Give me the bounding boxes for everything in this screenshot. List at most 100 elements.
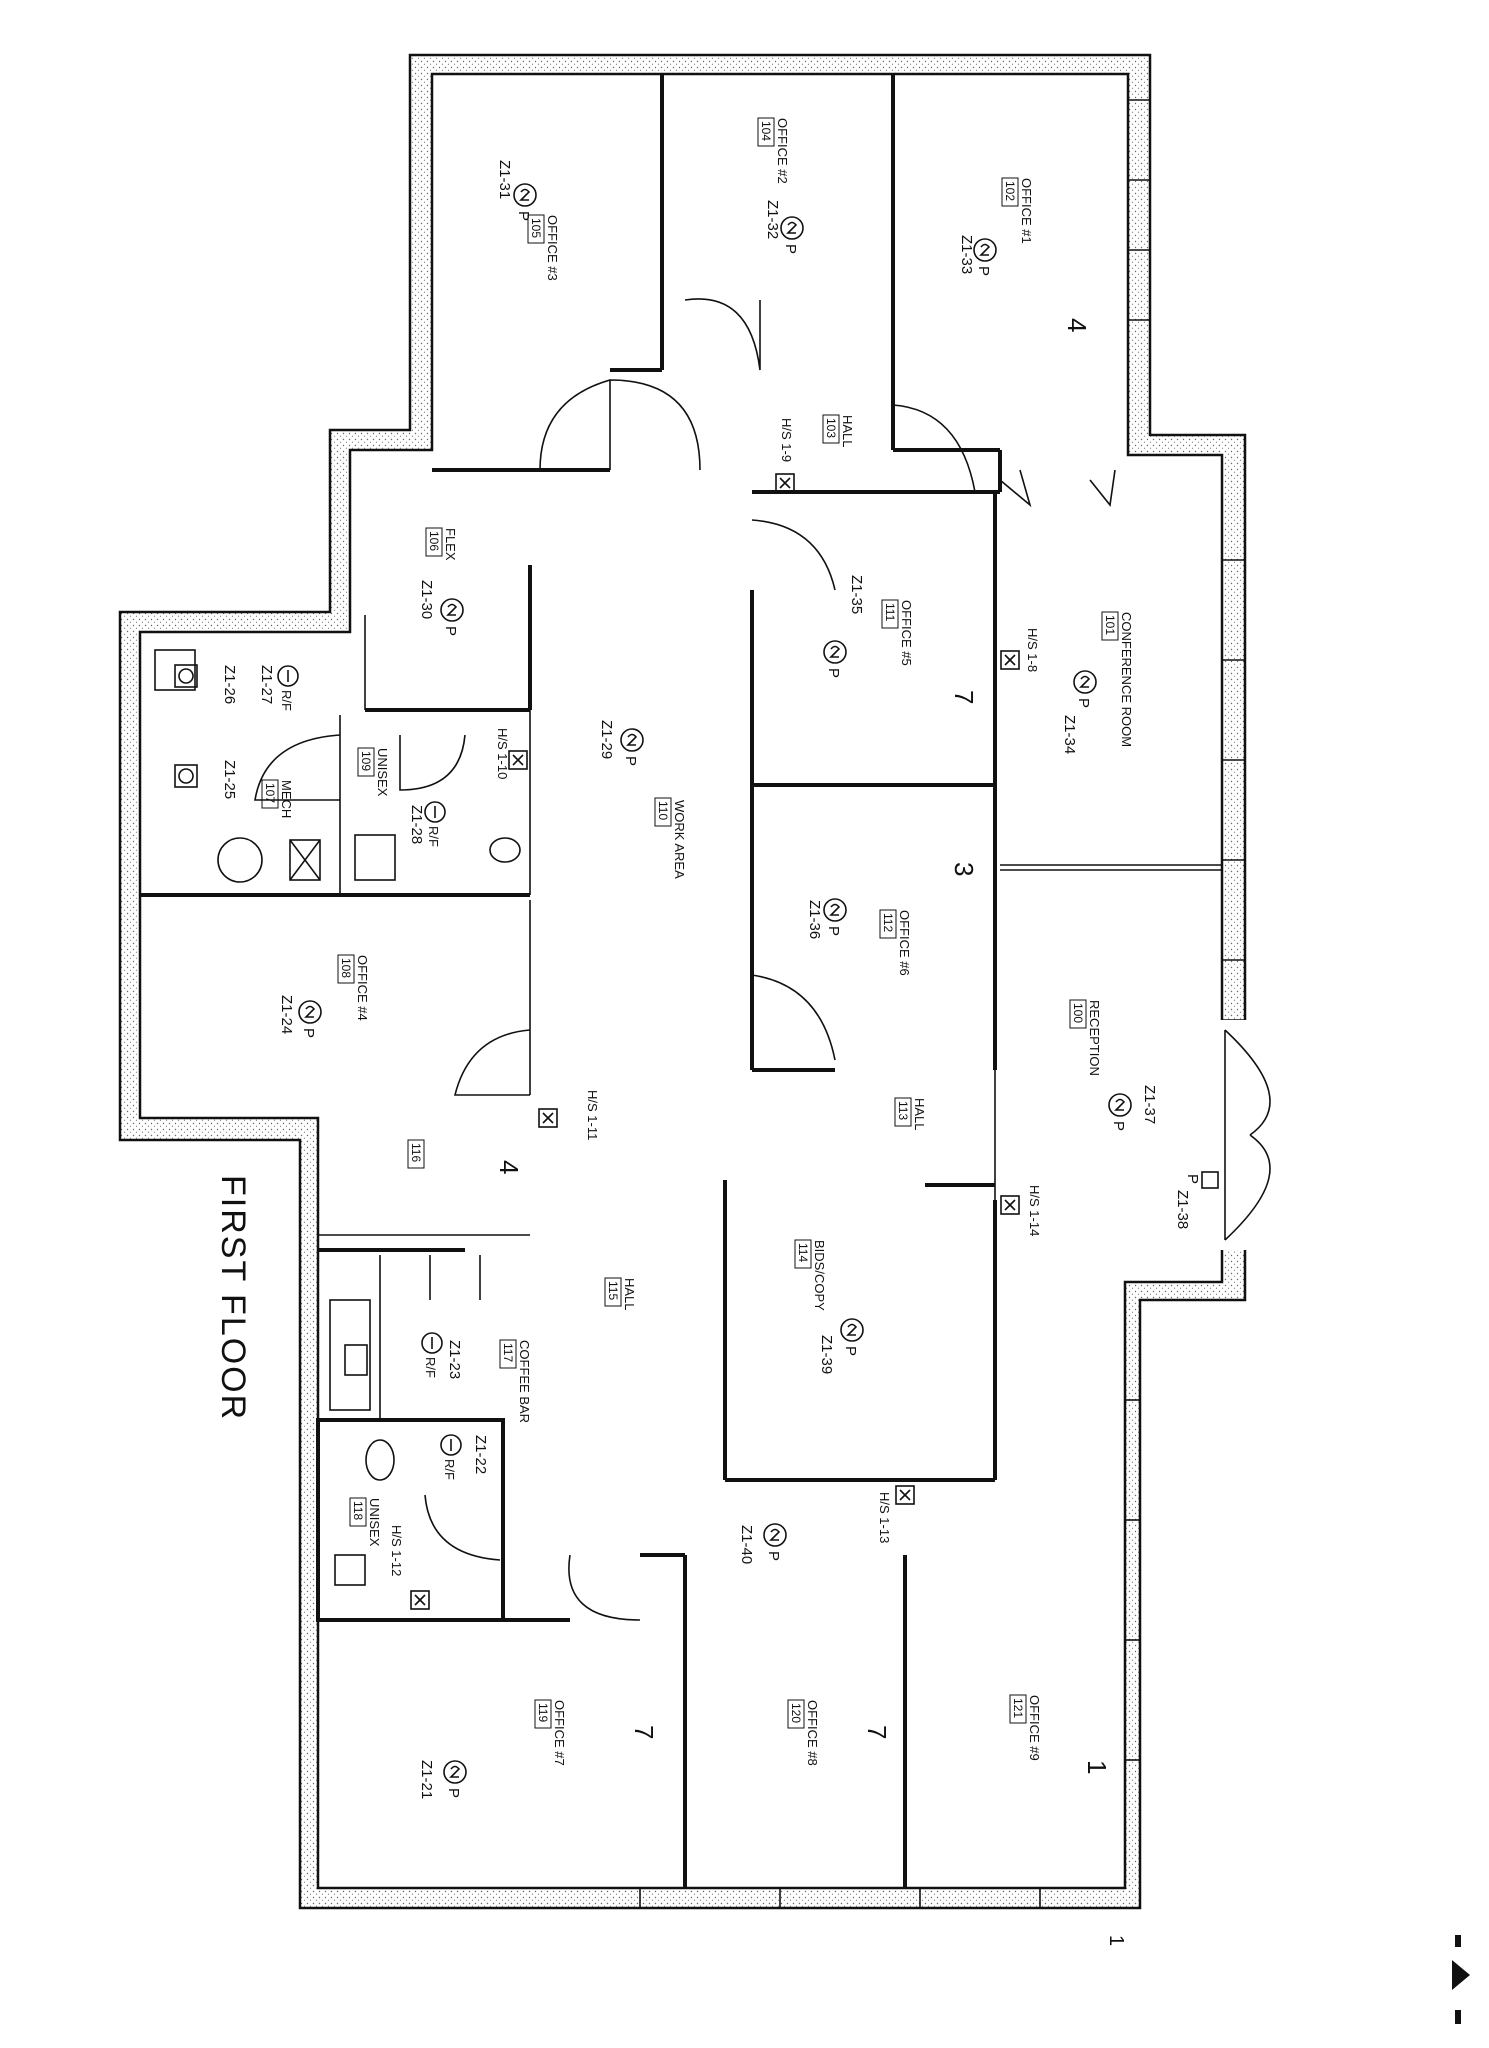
exterior-wall xyxy=(118,53,1247,1910)
zone-label: Z1-22 xyxy=(472,1435,489,1474)
thermostat-rf-icon: R/F xyxy=(424,801,446,847)
p-sensor-icon: P xyxy=(1184,1171,1219,1189)
zone-label: Z1-30 xyxy=(418,580,435,619)
thermostat-p-icon: P xyxy=(620,728,644,766)
room-unisex109: UNISEX 109 xyxy=(357,747,390,797)
thermostat-p-icon: P xyxy=(513,183,537,221)
room-bids: BIDS/COPY 114 xyxy=(794,1239,827,1311)
thermostat-p-icon: P xyxy=(440,598,464,636)
room-number: 121 xyxy=(1011,1698,1025,1718)
room-coffee: COFFEE BAR 117 xyxy=(499,1339,532,1423)
zone-label: Z1-25 xyxy=(221,760,238,799)
zone-label: Z1-26 xyxy=(221,665,238,704)
handwritten-mark: 1 xyxy=(1082,1760,1112,1774)
zone-label: Z1-32 xyxy=(764,200,781,239)
sensor-box-icon xyxy=(410,1590,430,1610)
handwritten-mark: 7 xyxy=(629,1725,659,1739)
room-name: OFFICE #4 xyxy=(355,955,370,1021)
room-number: 104 xyxy=(759,121,773,141)
room-number: 103 xyxy=(824,418,838,438)
room-116: 116 xyxy=(407,1139,425,1169)
thermostat-p-icon: P xyxy=(763,1523,787,1561)
room-number: 119 xyxy=(536,1703,550,1722)
room-name: OFFICE #6 xyxy=(897,910,912,976)
room-name: OFFICE #7 xyxy=(552,1700,567,1766)
room-hall113: HALL 113 xyxy=(894,1097,927,1131)
zone-label: Z1-31 xyxy=(496,160,513,199)
room-office8: OFFICE #8 120 xyxy=(787,1699,820,1766)
room-name: HALL xyxy=(840,415,855,448)
room-name: CONFERENCE ROOM xyxy=(1119,612,1134,747)
scan-marks xyxy=(1452,1935,1470,2024)
doors[interactable] xyxy=(254,298,1116,1621)
room-name: HALL xyxy=(912,1098,927,1131)
svg-text:R/F: R/F xyxy=(442,1459,457,1480)
room-name: OFFICE #9 xyxy=(1027,1695,1042,1761)
thermostat-p-icon: P xyxy=(973,238,997,276)
room-conference: CONFERENCE ROOM 101 xyxy=(1101,611,1134,747)
room-number: 117 xyxy=(501,1343,515,1362)
svg-text:P: P xyxy=(825,668,842,678)
handwritten-marks: 4 7 3 4 7 7 1 1 xyxy=(494,318,1127,1946)
room-number: 120 xyxy=(789,1703,803,1723)
sensor-box-icon xyxy=(1000,1195,1020,1215)
svg-text:P: P xyxy=(975,266,992,276)
zone-label: Z1-35 xyxy=(848,575,865,614)
thermostat-rf-icon: R/F xyxy=(277,665,299,711)
svg-text:P: P xyxy=(515,211,532,221)
zone-label: Z1-34 xyxy=(1061,715,1078,754)
zone-label: Z1-27 xyxy=(258,665,275,704)
room-reception: RECEPTION 100 xyxy=(1069,999,1102,1076)
thermostats: P P P P P P P P P P P P P R/F R/F R/F R/… xyxy=(277,183,1132,1798)
sensor-box-icon xyxy=(775,473,795,493)
sensor-label: H/S 1-8 xyxy=(1025,628,1040,672)
room-labels: OFFICE #3 105 Z1-31 OFFICE #2 104 Z1-32 … xyxy=(221,117,1191,1799)
room-office1: OFFICE #1 102 xyxy=(1001,177,1034,244)
room-number: 107 xyxy=(263,783,277,803)
room-number: 105 xyxy=(529,218,543,238)
thermostat-p-icon: P xyxy=(780,216,804,254)
sensor-label: H/S 1-14 xyxy=(1027,1185,1042,1236)
svg-text:P: P xyxy=(825,926,842,936)
room-name: WORK AREA xyxy=(672,800,687,879)
room-name: HALL xyxy=(622,1278,637,1311)
room-number: 115 xyxy=(606,1281,620,1300)
handwritten-mark: 3 xyxy=(949,862,979,876)
svg-text:P: P xyxy=(1075,698,1092,708)
svg-text:P: P xyxy=(782,244,799,254)
thermostat-p-icon: P xyxy=(1073,670,1097,708)
svg-text:P: P xyxy=(442,626,459,636)
zone-label: Z1-36 xyxy=(806,900,823,939)
svg-text:P: P xyxy=(622,756,639,766)
sensor-box-icon xyxy=(508,750,528,770)
room-name: OFFICE #2 xyxy=(775,118,790,184)
sensors: H/S 1-8 H/S 1-9 H/S 1-10 H/S 1-11 H/S 1-… xyxy=(389,418,1219,1610)
sensor-label: H/S 1-11 xyxy=(585,1090,600,1140)
thermostat-p-icon: P xyxy=(823,898,847,936)
sensor-box-icon xyxy=(538,1108,558,1128)
thermostat-p-icon: P xyxy=(823,640,847,678)
sensor-label: H/S 1-9 xyxy=(779,418,794,462)
interior-walls xyxy=(140,74,1222,1888)
handwritten-mark: 4 xyxy=(1062,318,1092,332)
zone-label: Z1-24 xyxy=(278,995,295,1034)
zone-label: Z1-33 xyxy=(958,235,975,274)
svg-text:P: P xyxy=(842,1346,859,1356)
handwritten-mark: 1 xyxy=(1105,1935,1127,1946)
room-unisex118: UNISEX 118 xyxy=(349,1497,382,1547)
svg-text:P: P xyxy=(300,1028,317,1038)
room-name: COFFEE BAR xyxy=(517,1340,532,1423)
thermostat-p-icon: P xyxy=(298,1000,322,1038)
zone-label: Z1-37 xyxy=(1141,1085,1158,1124)
sensor-label: H/S 1-12 xyxy=(389,1525,404,1576)
room-name: OFFICE #3 xyxy=(545,215,560,281)
room-office2: OFFICE #2 104 xyxy=(757,117,790,184)
main-entrance[interactable] xyxy=(1220,1020,1271,1250)
thermostat-rf-icon: R/F xyxy=(440,1434,462,1480)
svg-text:P: P xyxy=(1110,1121,1127,1131)
thermostat-rf-icon: R/F xyxy=(421,1332,443,1378)
svg-text:P: P xyxy=(1184,1174,1201,1184)
room-name: RECEPTION xyxy=(1087,1000,1102,1076)
sensor-box-icon xyxy=(895,1485,915,1505)
